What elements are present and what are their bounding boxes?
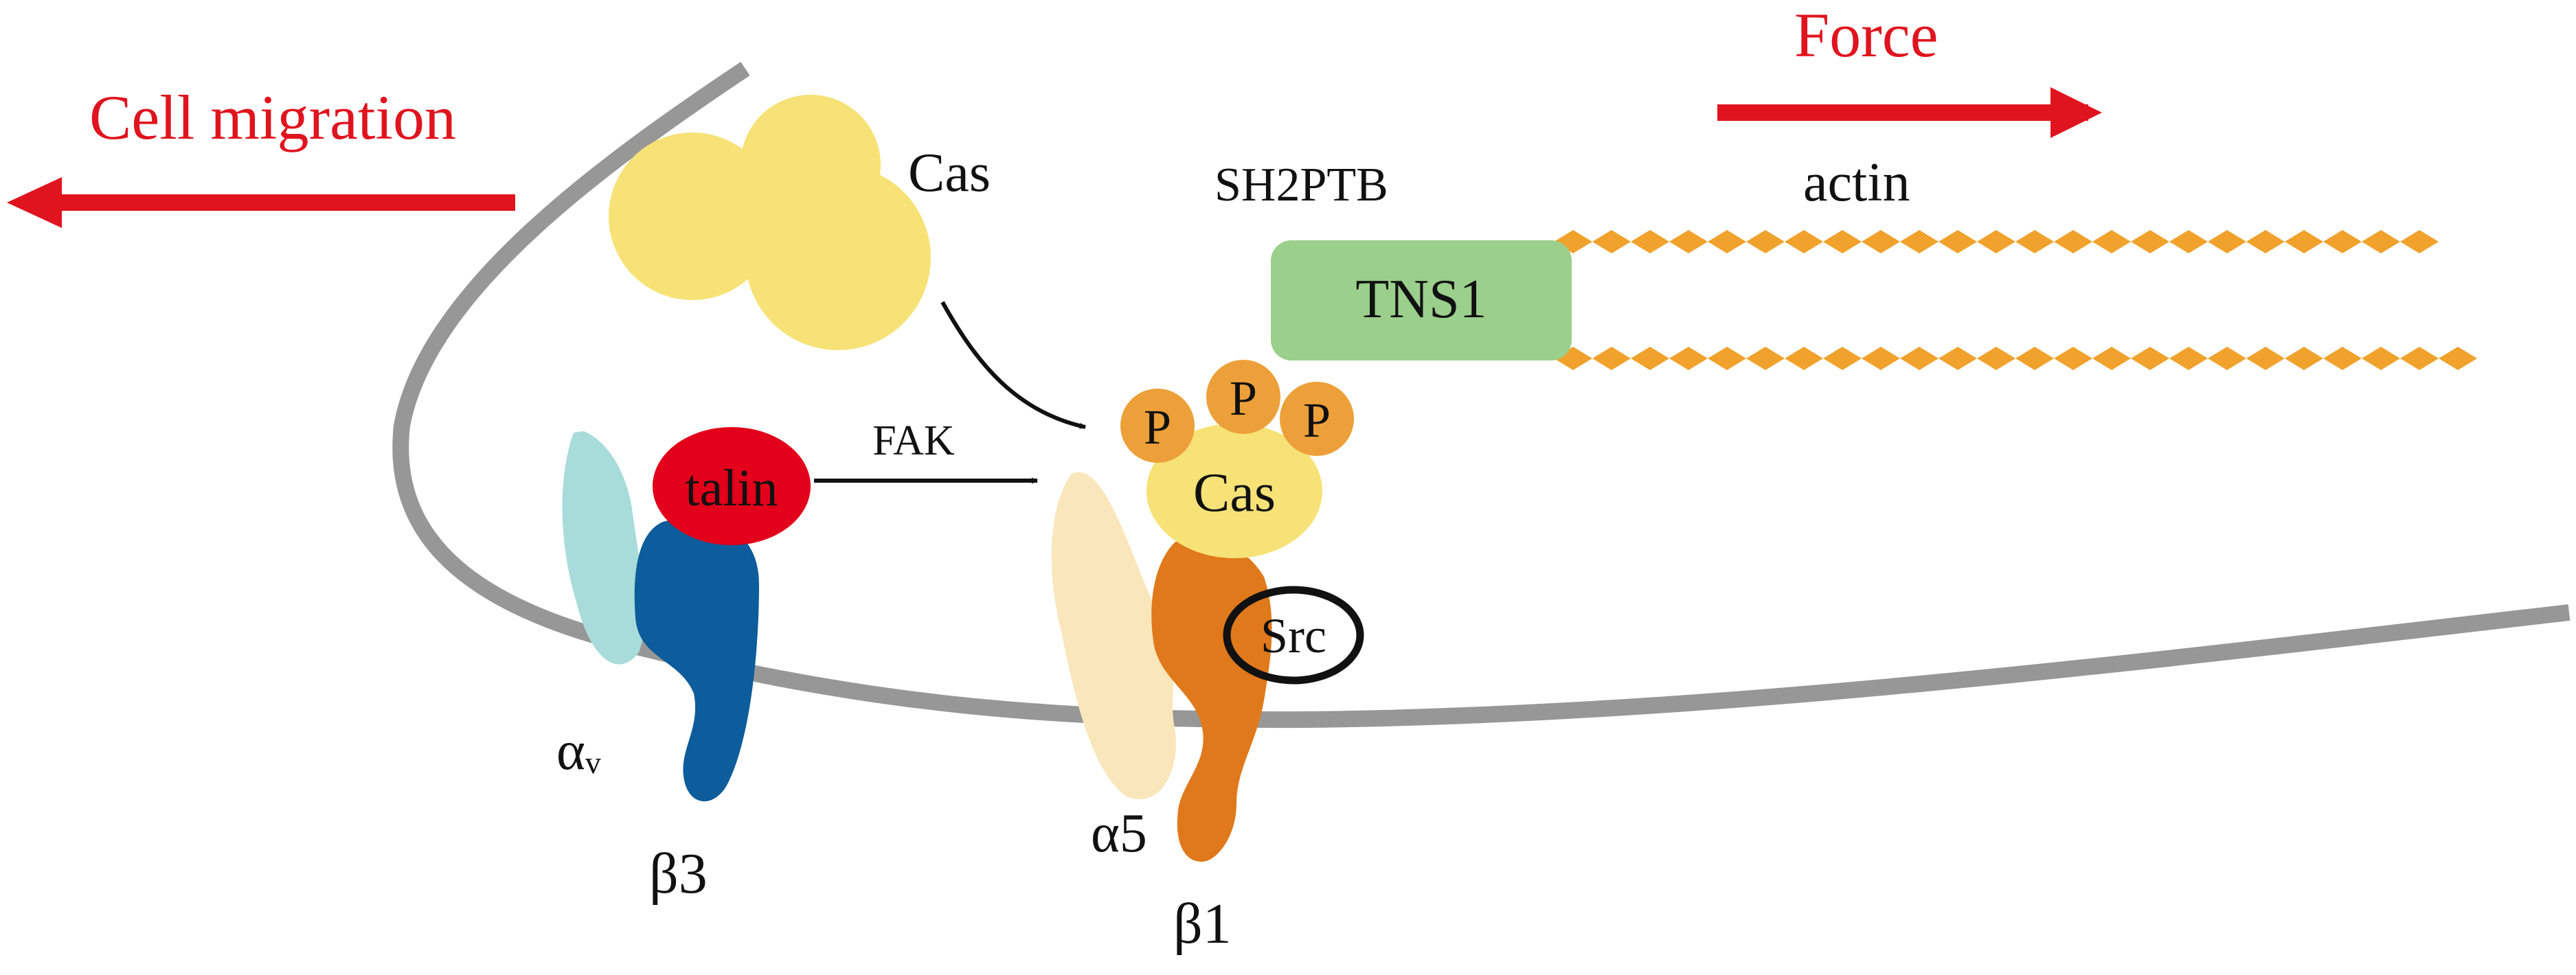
phospho-circle-2 [1206, 360, 1280, 434]
actin-monomer [2208, 230, 2246, 253]
alpha-v-main: α [556, 721, 585, 781]
fak-label: FAK [872, 417, 955, 464]
phospho-circle-1 [1120, 389, 1195, 463]
force-label: Force [1794, 0, 1938, 70]
actin-monomer [1631, 230, 1669, 253]
actin-monomer [2169, 347, 2208, 370]
actin-monomer [2285, 347, 2323, 370]
tns1-label: TNS1 [1355, 269, 1487, 330]
actin-monomer [1708, 230, 1746, 253]
beta3-label: β3 [649, 842, 708, 906]
cas-free-cluster [609, 95, 931, 350]
actin-monomer [1592, 230, 1631, 253]
alpha5-label: α5 [1091, 803, 1147, 864]
actin-monomer [2323, 230, 2362, 253]
actin-monomer [1746, 347, 1785, 370]
actin-monomer [2400, 230, 2439, 253]
alpha-v-sub: v [585, 745, 601, 780]
actin-monomer [2208, 347, 2246, 370]
actin-monomer [2439, 347, 2477, 370]
beta3-subunit [634, 518, 759, 802]
actin-filament-lower [1554, 347, 2477, 370]
actin-monomer [1862, 347, 1900, 370]
alpha-v-label: αv [556, 721, 601, 781]
talin-label: talin [685, 459, 778, 517]
phospho-label-2: P [1230, 371, 1257, 426]
actin-monomer [2092, 230, 2131, 253]
actin-monomer [1592, 347, 1631, 370]
talin-protein [653, 427, 811, 545]
phospho-circle-3 [1280, 382, 1354, 456]
actin-monomer [2246, 230, 2285, 253]
actin-monomer [2131, 347, 2169, 370]
cas-bound-protein [1146, 424, 1322, 558]
actin-monomer [1669, 230, 1708, 253]
beta1-subunit [1151, 537, 1272, 862]
src-label: Src [1261, 608, 1326, 663]
actin-monomer [1900, 230, 1939, 253]
actin-monomer [2131, 230, 2169, 253]
tns1-box [1271, 240, 1572, 360]
actin-monomer [1977, 347, 2015, 370]
actin-monomer [1823, 347, 1862, 370]
cell-migration-arrow [7, 177, 515, 228]
actin-label: actin [1803, 152, 1910, 213]
actin-monomer [1823, 230, 1862, 253]
actin-monomer [2362, 347, 2400, 370]
actin-monomer [1862, 230, 1900, 253]
actin-monomer [1785, 230, 1823, 253]
phospho-label-3: P [1303, 393, 1331, 448]
alpha-v-subunit [562, 431, 645, 665]
actin-monomer [2015, 230, 2054, 253]
actin-filament-upper [1554, 230, 2439, 253]
actin-monomer [1977, 230, 2015, 253]
phospho-label-1: P [1144, 400, 1171, 455]
actin-monomer [1746, 230, 1785, 253]
actin-monomer [1631, 347, 1669, 370]
actin-monomer [1939, 347, 1977, 370]
actin-monomer [2400, 347, 2439, 370]
force-arrow [1717, 87, 2102, 138]
actin-monomer [2246, 347, 2285, 370]
actin-monomer [1939, 230, 1977, 253]
actin-monomer [2092, 347, 2131, 370]
cell-membrane [392, 62, 2571, 729]
actin-monomer [1785, 347, 1823, 370]
actin-monomer [2054, 347, 2092, 370]
actin-monomer [1900, 347, 1939, 370]
sh2ptb-label: SH2PTB [1214, 159, 1388, 211]
actin-monomer [1669, 347, 1708, 370]
actin-monomer [1708, 347, 1746, 370]
actin-monomer [2285, 230, 2323, 253]
alpha5-subunit [1051, 472, 1176, 799]
src-ring [1223, 586, 1364, 685]
beta1-label: β1 [1173, 892, 1232, 956]
actin-monomer [2169, 230, 2208, 253]
actin-monomer [2015, 347, 2054, 370]
actin-monomer [2323, 347, 2362, 370]
cas-translocation-arrow [940, 301, 1086, 429]
actin-monomer [2362, 230, 2400, 253]
cas-free-label: Cas [908, 143, 991, 203]
actin-monomer [2054, 230, 2092, 253]
cas-bound-label: Cas [1193, 463, 1276, 523]
cell-migration-label: Cell migration [89, 82, 456, 152]
